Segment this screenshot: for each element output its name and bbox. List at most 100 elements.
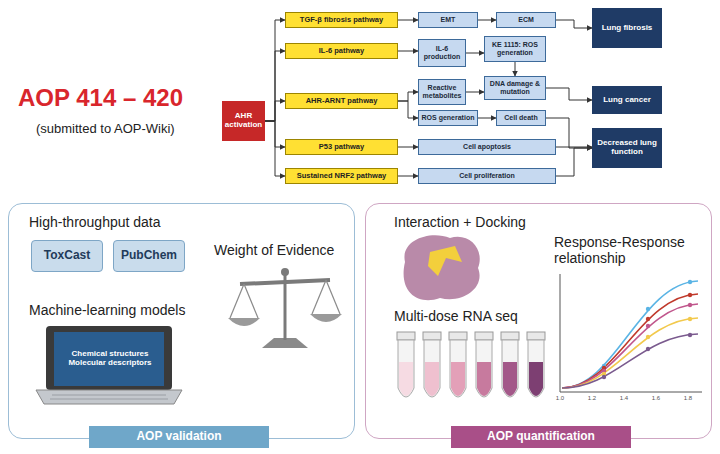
connector <box>265 101 285 121</box>
node-text: PubChem <box>121 249 177 262</box>
drawn-shape <box>428 246 462 276</box>
connector <box>398 92 418 101</box>
drawn-shape <box>501 332 519 340</box>
laptop-illustration <box>36 326 182 404</box>
pathway-box: AHR-ARNT pathway <box>285 93 398 109</box>
event-box: DNA damage & mutation <box>484 76 546 100</box>
drawn-shape <box>46 326 172 390</box>
node-text: ToxCast <box>44 249 90 262</box>
panel-heading: High-throughput data <box>29 214 249 230</box>
node-text: Chemical structures <box>72 350 149 359</box>
outcome-box: Lung fibrosis <box>592 8 662 48</box>
drawn-shape <box>688 333 692 337</box>
drawn-shape <box>562 304 698 388</box>
submission-note: (submitted to AOP-Wiki) <box>36 121 175 136</box>
node-text: Decreased lung function <box>594 139 660 157</box>
drawn-shape <box>424 340 440 397</box>
drawn-shape <box>688 293 692 297</box>
scales-illustration <box>228 268 342 348</box>
panel-heading: Multi-dose RNA seq <box>394 308 594 324</box>
method-panel: Interaction + DockingResponse-Response r… <box>365 203 712 439</box>
drawn-shape <box>646 317 650 321</box>
section-band: AOP quantification <box>451 426 631 448</box>
drawn-shape <box>281 268 289 276</box>
method-panel: High-throughput dataWeight of EvidenceMa… <box>8 203 355 439</box>
drawn-shape <box>423 332 441 340</box>
node-text: TGF-β fibrosis pathway <box>300 16 383 24</box>
database-box: ToxCast <box>31 240 103 272</box>
event-box: IL-6 production <box>418 39 466 67</box>
node-text: IL-6 production <box>421 45 463 61</box>
drawn-shape <box>36 390 182 404</box>
drawn-shape <box>646 307 650 311</box>
drawn-shape <box>450 340 466 397</box>
connector <box>478 20 496 21</box>
node-text: ECM <box>518 16 534 24</box>
connector <box>556 147 592 148</box>
connector <box>556 20 592 28</box>
node-text: Cell proliferation <box>459 172 515 180</box>
connector <box>515 62 516 76</box>
connector <box>466 53 484 54</box>
axis-tick: 1.2 <box>582 395 602 401</box>
pathway-box: TGF-β fibrosis pathway <box>285 12 398 28</box>
section-band: AOP validation <box>89 426 269 448</box>
connector <box>546 88 592 100</box>
axis-tick: 1.0 <box>550 395 570 401</box>
node-text: ROS generation <box>422 114 475 122</box>
drawn-shape <box>404 235 480 300</box>
connector <box>398 147 418 148</box>
drawn-shape <box>503 362 517 396</box>
drawn-shape <box>399 362 413 396</box>
pathway-box: P53 pathway <box>285 139 398 155</box>
drawn-shape <box>562 281 698 388</box>
node-text: EMT <box>441 16 456 24</box>
drawn-shape <box>326 280 340 314</box>
drawn-shape <box>52 395 166 396</box>
drawn-shape <box>312 280 326 314</box>
drawn-shape <box>477 362 491 396</box>
outcome-box: Decreased lung function <box>592 128 662 168</box>
drawn-shape <box>688 317 692 321</box>
axis-tick: 1.4 <box>614 395 634 401</box>
node-text: AHR-ARNT pathway <box>306 97 378 105</box>
node-text: Cell death <box>504 114 537 122</box>
pathway-box: Sustained NRF2 pathway <box>285 168 398 184</box>
event-box: EMT <box>418 12 478 28</box>
drawn-shape <box>560 274 561 392</box>
drawn-shape <box>451 362 465 396</box>
connector <box>265 51 285 121</box>
event-box: Cell death <box>496 110 546 126</box>
outcome-box: Lung cancer <box>592 86 662 114</box>
dose-response-chart <box>560 274 702 392</box>
event-box: Reactive metabolites <box>418 79 466 105</box>
connector <box>556 148 592 176</box>
connector <box>398 176 418 177</box>
drawn-shape <box>527 332 545 340</box>
node-text: Reactive metabolites <box>421 84 463 100</box>
connector <box>398 101 418 118</box>
connector <box>398 51 418 52</box>
drawn-shape <box>560 392 702 393</box>
drawn-shape <box>476 340 492 397</box>
event-box: ROS generation <box>418 110 478 126</box>
connector <box>478 118 496 119</box>
drawn-shape <box>602 375 606 379</box>
drawn-shape <box>230 284 244 318</box>
panel-heading: Interaction + Docking <box>394 214 594 230</box>
event-box: KE 1115: ROS generation <box>484 36 546 62</box>
drawn-shape <box>562 334 698 388</box>
tubes-illustration <box>397 332 545 397</box>
node-text: KE 1115: ROS generation <box>487 41 543 57</box>
event-box: Cell proliferation <box>418 168 556 184</box>
drawn-shape <box>54 332 164 386</box>
axis-tick: 1.8 <box>678 395 698 401</box>
aop-range: AOP 414 – 420 <box>18 84 183 112</box>
node-text: P53 pathway <box>319 143 364 151</box>
node-text: AOP quantification <box>487 430 595 443</box>
trigger-box: AHR activation <box>222 101 265 141</box>
node-text: IL-6 pathway <box>319 47 364 55</box>
drawn-shape <box>50 399 168 400</box>
drawn-shape <box>310 314 342 322</box>
